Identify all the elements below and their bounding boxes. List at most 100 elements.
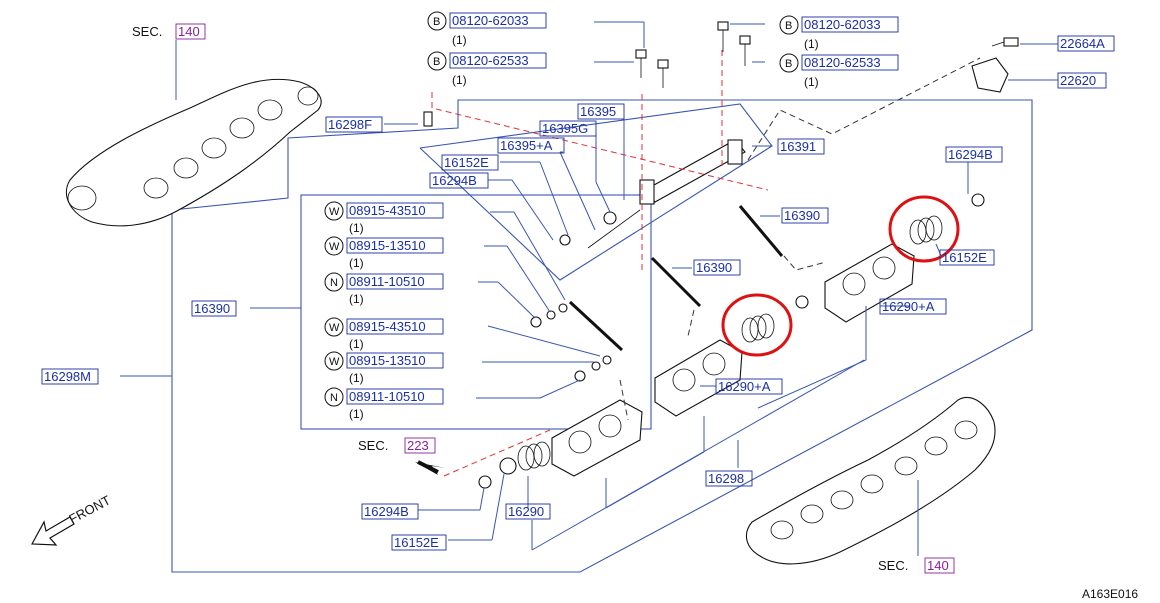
rod-middle bbox=[650, 256, 702, 308]
part-link-16290A-mid[interactable]: 16290+A bbox=[718, 379, 771, 394]
part-link[interactable]: 08120-62033 bbox=[804, 17, 881, 32]
qty: (1) bbox=[349, 292, 364, 306]
part-link-16152E-right[interactable]: 16152E bbox=[942, 250, 987, 265]
front-arrow-icon bbox=[31, 516, 75, 546]
manifold-bottom bbox=[745, 397, 996, 565]
washer-callout-1[interactable]: W 08915-43510 (1) bbox=[324, 201, 444, 235]
washer-a bbox=[530, 316, 542, 328]
qty: (1) bbox=[452, 73, 467, 87]
spacer-front bbox=[499, 457, 517, 475]
sec-223-arrow-shaft bbox=[417, 460, 439, 474]
black-dash-2 bbox=[619, 379, 629, 421]
nut-front bbox=[478, 475, 492, 489]
bolt-callout-2[interactable]: B 08120-62533 (1) bbox=[427, 51, 547, 87]
part-link[interactable]: 08120-62533 bbox=[804, 55, 881, 70]
box-16298F bbox=[325, 116, 383, 133]
sec-140-bottom-link[interactable]: 140 bbox=[927, 558, 949, 573]
washer-callout-3[interactable]: N 08911-10510 (1) bbox=[324, 272, 444, 306]
box-16390-mid bbox=[693, 259, 741, 276]
box-16298M bbox=[41, 368, 99, 385]
part-link[interactable]: 08120-62033 bbox=[452, 13, 529, 28]
washer-callout-6[interactable]: N 08911-10510 (1) bbox=[324, 387, 444, 421]
washer-letter: W bbox=[329, 206, 340, 218]
box-16290A-mid bbox=[715, 378, 783, 395]
part-link-16294B-top[interactable]: 16294B bbox=[432, 173, 477, 188]
nut-rail bbox=[559, 234, 571, 246]
sec-140-top-prefix: SEC. bbox=[132, 24, 162, 39]
part-link-16390-left[interactable]: 16390 bbox=[194, 301, 230, 316]
throttle-position-sensor bbox=[971, 37, 1019, 93]
part-link-16290[interactable]: 16290 bbox=[508, 504, 544, 519]
part-link[interactable]: 08911-10510 bbox=[349, 274, 425, 289]
sec-140-top-box bbox=[175, 23, 206, 40]
part-link-16390-right[interactable]: 16390 bbox=[784, 208, 820, 223]
bolt-letter: B bbox=[785, 58, 792, 70]
washer-callout-2[interactable]: W 08915-13510 (1) bbox=[324, 236, 444, 270]
figure-code: A163E016 bbox=[1082, 587, 1138, 601]
box-16290 bbox=[505, 503, 551, 520]
part-link-16290A-right[interactable]: 16290+A bbox=[882, 299, 935, 314]
rod-right bbox=[738, 205, 784, 257]
part-link[interactable]: 08915-43510 bbox=[349, 319, 426, 334]
washer-letter: W bbox=[329, 241, 340, 253]
bolt-letter: B bbox=[433, 16, 440, 28]
bolt-callout-4[interactable]: B 08120-62533 (1) bbox=[779, 53, 899, 89]
part-link[interactable]: 08911-10510 bbox=[349, 389, 425, 404]
nut-rear bbox=[971, 193, 985, 207]
box-22620 bbox=[1057, 72, 1107, 89]
part-link-16298[interactable]: 16298 bbox=[708, 471, 744, 486]
box-16294B-right bbox=[945, 146, 1003, 163]
part-link-16395G[interactable]: 16395G bbox=[542, 121, 588, 136]
qty: (1) bbox=[452, 33, 467, 47]
box-16152E-right bbox=[939, 249, 995, 266]
sec-223-box bbox=[404, 437, 436, 454]
box-16152E-top bbox=[441, 154, 499, 171]
box-16294B-bottom bbox=[361, 503, 419, 520]
washer-c bbox=[558, 303, 568, 313]
main-frame-outline bbox=[171, 99, 1033, 573]
part-link-16390-mid[interactable]: 16390 bbox=[696, 260, 732, 275]
box-16290A-right bbox=[879, 298, 947, 315]
throttle-body-middle bbox=[654, 339, 743, 417]
part-link-16395A[interactable]: 16395+A bbox=[500, 138, 553, 153]
part-link-22620[interactable]: 22620 bbox=[1060, 73, 1096, 88]
nut-middle bbox=[795, 295, 809, 309]
bolt-callout-1[interactable]: B 08120-62033 (1) bbox=[427, 11, 547, 47]
bolt-callout-3[interactable]: B 08120-62033 (1) bbox=[779, 15, 899, 51]
part-link[interactable]: 08915-13510 bbox=[349, 353, 426, 368]
qty: (1) bbox=[349, 337, 364, 351]
sec-140-top-link[interactable]: 140 bbox=[178, 24, 200, 39]
washer-callout-5[interactable]: W 08915-13510 (1) bbox=[324, 351, 444, 385]
part-link-22664A[interactable]: 22664A bbox=[1060, 36, 1105, 51]
qty: (1) bbox=[804, 37, 819, 51]
lever-rail bbox=[587, 209, 641, 249]
part-link-16298F[interactable]: 16298F bbox=[328, 117, 372, 132]
part-link-16152E-top[interactable]: 16152E bbox=[444, 155, 489, 170]
sec-140-bottom-box bbox=[924, 557, 955, 574]
bolt-pair-left bbox=[635, 49, 669, 88]
part-link[interactable]: 08915-13510 bbox=[349, 238, 426, 253]
part-link-16395[interactable]: 16395 bbox=[580, 104, 616, 119]
red-dash-1 bbox=[431, 92, 769, 191]
washer-callout-4[interactable]: W 08915-43510 (1) bbox=[324, 317, 444, 351]
front-label: FRONT bbox=[66, 492, 113, 526]
part-link-16391[interactable]: 16391 bbox=[780, 139, 816, 154]
part-link-16152E-bottom[interactable]: 16152E bbox=[394, 535, 439, 550]
return-spring-front bbox=[517, 441, 551, 471]
leader-lines bbox=[120, 21, 1058, 551]
washer-group-frame bbox=[300, 194, 652, 430]
black-dash-3 bbox=[687, 309, 695, 337]
box-16395A bbox=[497, 137, 565, 154]
part-link[interactable]: 08915-43510 bbox=[349, 203, 426, 218]
part-link-16298M[interactable]: 16298M bbox=[44, 369, 91, 384]
pin-16298F bbox=[423, 111, 433, 127]
part-link[interactable]: 08120-62533 bbox=[452, 53, 529, 68]
part-link-16294B-right[interactable]: 16294B bbox=[948, 147, 993, 162]
sec-223-link[interactable]: 223 bbox=[407, 438, 429, 453]
return-spring-rear bbox=[909, 215, 943, 245]
part-link-16294B-bottom[interactable]: 16294B bbox=[364, 504, 409, 519]
box-16298 bbox=[705, 470, 753, 487]
sec-140-bottom-prefix: SEC. bbox=[878, 558, 908, 573]
bolt-pair-right bbox=[717, 21, 751, 66]
qty: (1) bbox=[349, 407, 364, 421]
